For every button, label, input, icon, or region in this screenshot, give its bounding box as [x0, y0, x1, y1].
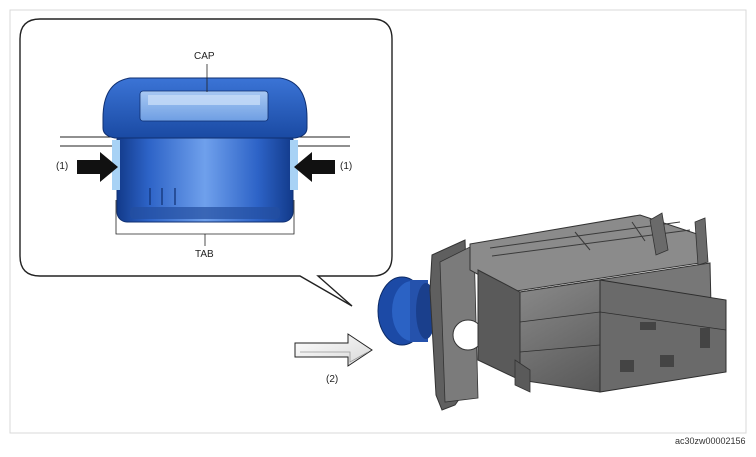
- cap-small: [377, 276, 436, 346]
- arrow-1-label-right: (1): [340, 161, 353, 172]
- arrow-2-label: (2): [326, 374, 339, 385]
- figure-id: ac30zw00002156: [675, 436, 746, 446]
- push-arrow-right: [294, 152, 335, 182]
- insert-arrow: [294, 333, 373, 367]
- tab-label: TAB: [195, 249, 214, 260]
- cap-label: CAP: [194, 51, 215, 62]
- panel-lines: [60, 136, 350, 147]
- tab-leader-bracket: [115, 200, 295, 246]
- arrow-1-label-left: (1): [56, 161, 69, 172]
- housing-unit: [429, 212, 727, 411]
- figure-frame: [9, 9, 747, 434]
- push-arrow-left: [77, 152, 118, 182]
- cap-enlarged: [102, 77, 308, 223]
